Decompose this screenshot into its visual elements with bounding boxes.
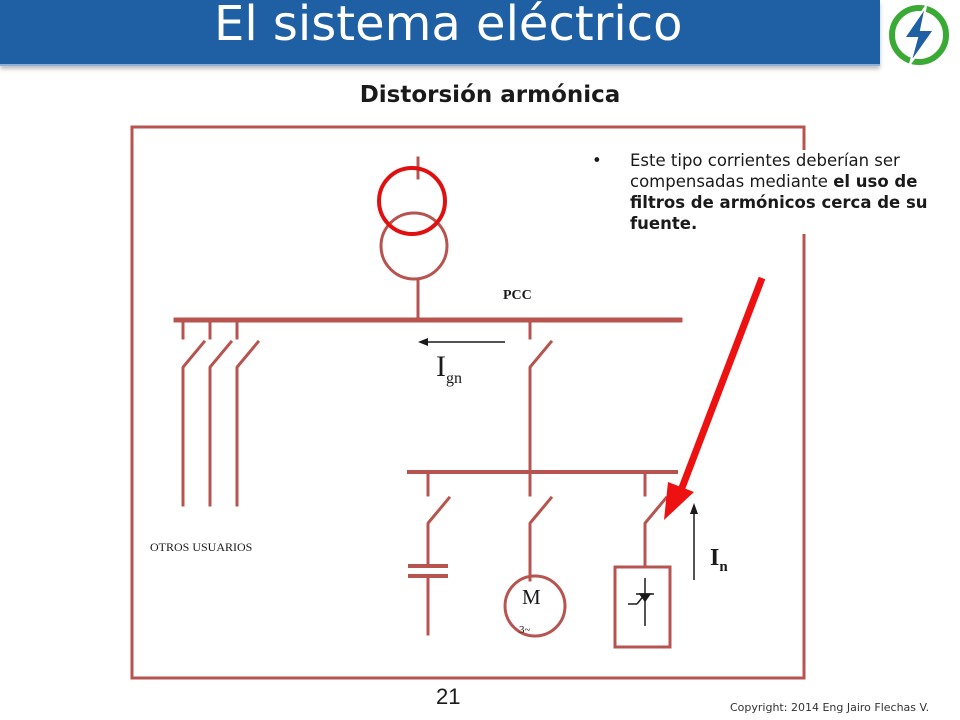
bullet-icon: • (592, 151, 602, 170)
motor-label: M (522, 585, 541, 609)
pointer-arrow-head (664, 482, 694, 520)
bullet-point: • Este tipo corrientes deberían ser comp… (592, 150, 960, 234)
load-switch (643, 495, 669, 525)
motor-symbol (503, 574, 567, 638)
thyristor-icon (628, 578, 654, 626)
copyright-text: Copyright: 2014 Eng Jairo Flechas V. (730, 701, 930, 714)
page-number: 21 (436, 684, 461, 709)
transformer-primary-winding (377, 166, 447, 236)
transformer-secondary-winding (379, 211, 449, 281)
ign-label: Ign (436, 350, 462, 387)
motor-phase-label: 3~ (519, 624, 531, 636)
other-users-label: OTROS USUARIOS (150, 540, 253, 554)
circuit-frame (130, 125, 806, 680)
slide-subtitle: Distorsión armónica (359, 82, 621, 108)
motor-switch (528, 495, 554, 525)
feeder-switch (528, 339, 554, 369)
in-arrow-head (690, 503, 698, 514)
capacitor-switch (426, 495, 452, 525)
pcc-label: PCC (503, 288, 532, 303)
title-bar: El sistema eléctrico (0, 0, 880, 66)
lightning-bolt-icon (889, 5, 949, 65)
nonlinear-load-box (613, 565, 672, 649)
page-title: El sistema eléctrico (214, 0, 683, 52)
ign-arrow-head (418, 338, 428, 346)
bullet-text: Este tipo corrientes deberían ser compen… (630, 151, 928, 233)
in-label: In (710, 545, 728, 575)
pointer-arrow-shaft (676, 276, 766, 495)
other-users-feeders (181, 318, 261, 507)
